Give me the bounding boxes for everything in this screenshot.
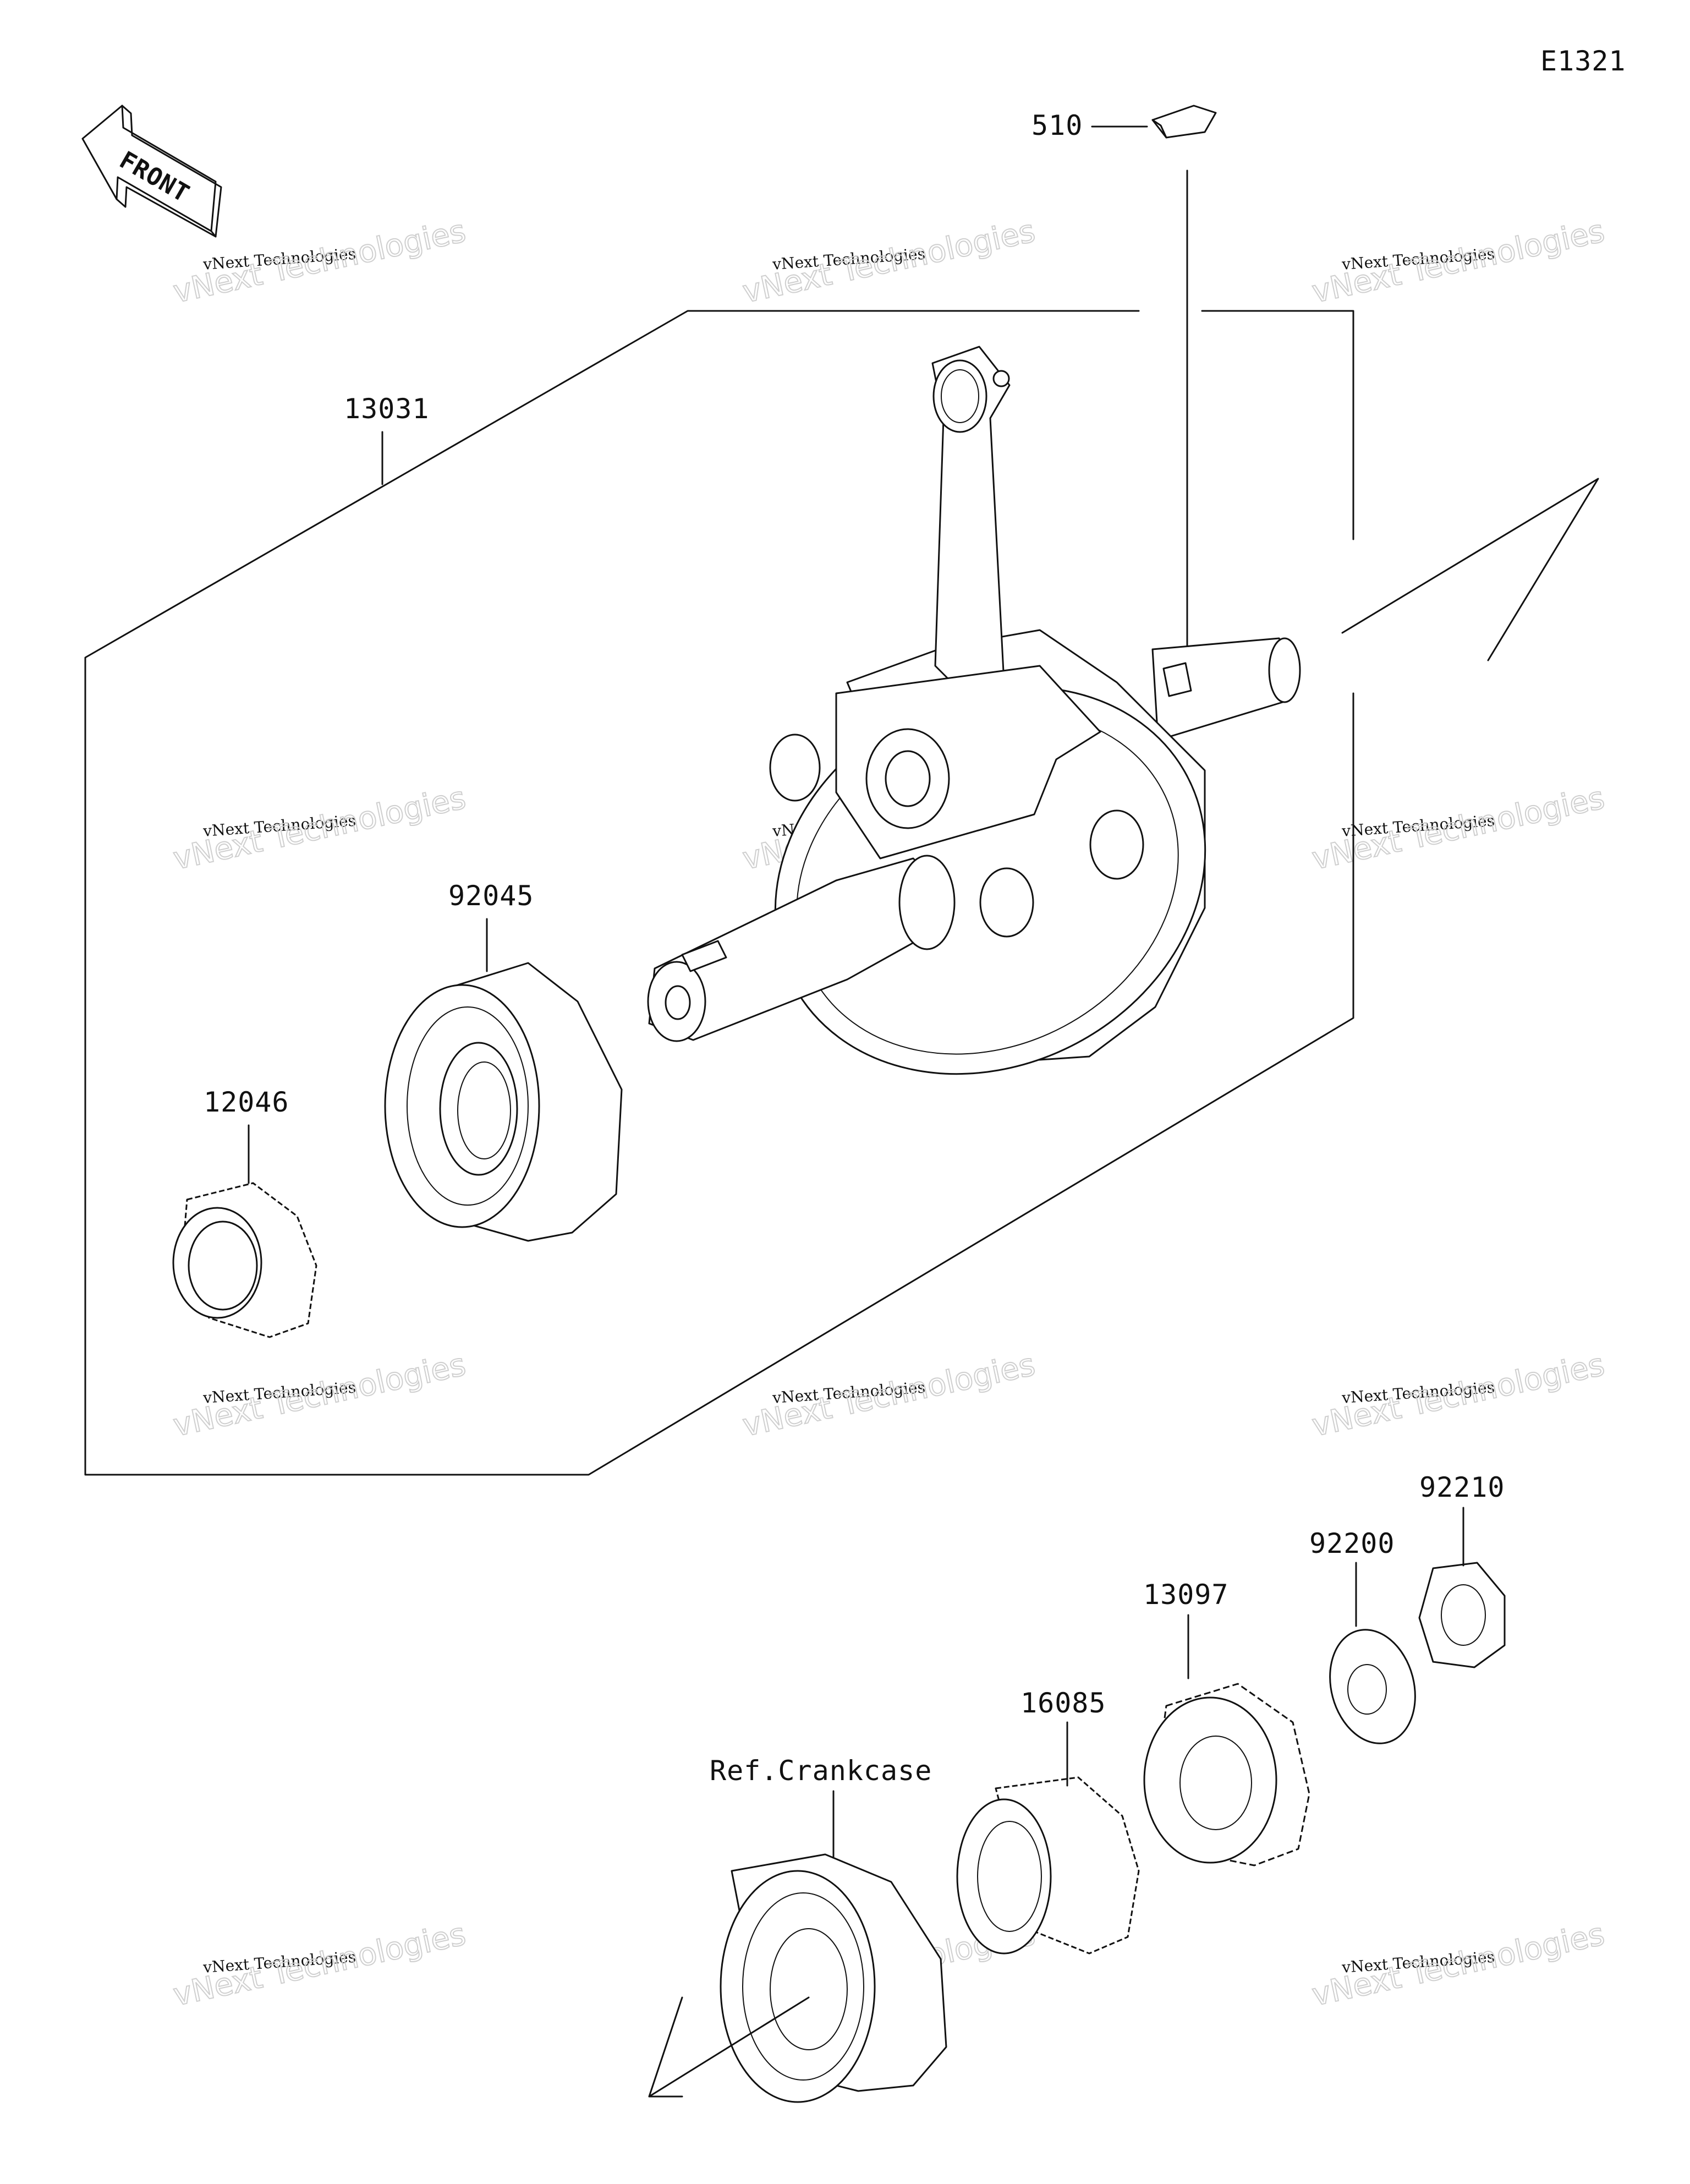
gear-12046 — [172, 1182, 317, 1338]
ref-crankcase-label: Ref.Crankcase — [710, 1755, 932, 1787]
part-label-12046: 12046 — [204, 1086, 289, 1118]
front-arrow-icon: FRONT — [81, 105, 222, 238]
crankshaft-axis-line — [1341, 478, 1599, 661]
crankshaft-assembly-13031 — [647, 346, 1301, 1075]
assembly-outline — [84, 310, 1354, 1476]
part-label-92210: 92210 — [1419, 1471, 1505, 1503]
diagram-code: E1321 — [1540, 45, 1626, 77]
gear-13097 — [1143, 1683, 1310, 1866]
shaft-axis-line-lower — [648, 1996, 810, 2098]
crankcase-bearing-ref — [720, 1853, 947, 2103]
flange-nut-92210 — [1418, 1562, 1506, 1668]
part-label-510: 510 — [1031, 110, 1083, 141]
woodruff-key-510 — [1151, 105, 1217, 139]
part-label-13097: 13097 — [1143, 1579, 1229, 1611]
gear-16085 — [956, 1776, 1140, 1955]
ball-bearing-92045 — [384, 962, 623, 1242]
part-label-92200: 92200 — [1309, 1528, 1395, 1559]
part-label-16085: 16085 — [1020, 1687, 1106, 1719]
washer-92200 — [1329, 1629, 1416, 1744]
part-label-92045: 92045 — [448, 880, 534, 912]
part-label-13031: 13031 — [344, 393, 430, 425]
